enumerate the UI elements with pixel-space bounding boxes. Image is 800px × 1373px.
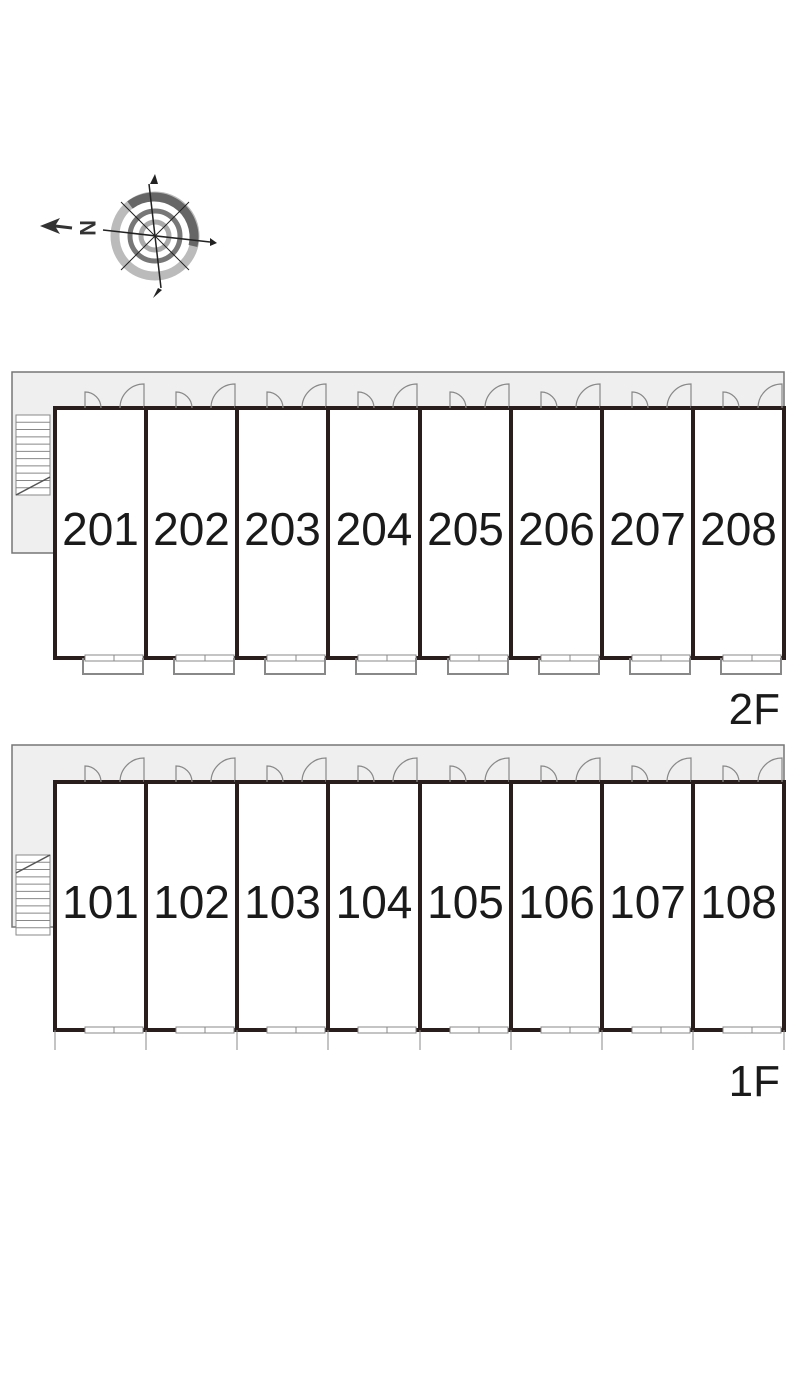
floor-label: 2F [729,685,780,734]
balcony [173,658,235,675]
balcony [82,658,144,675]
window-icon [357,1026,417,1034]
compass-icon: N [40,174,217,298]
door-icon [175,757,236,783]
window-icon [540,1026,600,1034]
unit-207: 207 [600,383,695,675]
unit-102: 102 [144,757,239,1050]
balcony [447,658,509,675]
door-icon [540,757,601,783]
window-icon [722,1026,782,1034]
door-icon [722,757,783,783]
door-icon [631,757,692,783]
door-icon [540,383,601,409]
door-icon [84,383,145,409]
door-icon [722,383,783,409]
door-icon [84,757,145,783]
unit-number: 207 [609,503,686,555]
unit-number: 104 [336,876,413,928]
unit-number: 106 [518,876,595,928]
door-icon [357,757,418,783]
unit-number: 107 [609,876,686,928]
window-icon [449,654,509,662]
unit-208: 208 [691,383,786,675]
staircase [15,414,51,496]
door-icon [266,757,327,783]
unit-205: 205 [418,383,513,675]
unit-number: 203 [244,503,321,555]
window-icon [722,654,782,662]
unit-108: 108 [691,757,786,1050]
unit-number: 102 [153,876,230,928]
floor-2F: 201 202 203 204 205 206 207 208 2F [11,371,786,734]
unit-202: 202 [144,383,239,675]
unit-201: 201 [53,383,148,675]
window-icon [631,1026,691,1034]
window-icon [266,654,326,662]
door-icon [175,383,236,409]
floor-label: 1F [729,1057,780,1106]
unit-number: 204 [336,503,413,555]
door-icon [357,383,418,409]
window-icon [449,1026,509,1034]
unit-101: 101 [53,757,148,1050]
unit-number: 206 [518,503,595,555]
door-icon [266,383,327,409]
unit-number: 101 [62,876,139,928]
unit-206: 206 [509,383,604,675]
unit-106: 106 [509,757,604,1050]
unit-103: 103 [235,757,330,1050]
balcony [355,658,417,675]
unit-104: 104 [326,757,422,1050]
unit-107: 107 [600,757,695,1050]
unit-number: 205 [427,503,504,555]
window-icon [84,1026,144,1034]
window-icon [631,654,691,662]
balcony [720,658,782,675]
unit-number: 202 [153,503,230,555]
unit-203: 203 [235,383,330,675]
unit-number: 105 [427,876,504,928]
balcony [538,658,600,675]
staircase [15,854,51,936]
door-icon [449,757,510,783]
unit-number: 103 [244,876,321,928]
balcony [264,658,326,675]
window-icon [540,654,600,662]
unit-number: 201 [62,503,139,555]
window-icon [357,654,417,662]
window-icon [84,654,144,662]
unit-105: 105 [418,757,513,1050]
window-icon [175,654,235,662]
window-icon [266,1026,326,1034]
door-icon [449,383,510,409]
floor-1F: 101 102 103 104 105 106 107 108 1F [11,744,786,1106]
window-icon [175,1026,235,1034]
north-label: N [75,220,100,236]
unit-204: 204 [326,383,422,675]
balcony [629,658,691,675]
door-icon [631,383,692,409]
unit-number: 108 [700,876,777,928]
unit-number: 208 [700,503,777,555]
